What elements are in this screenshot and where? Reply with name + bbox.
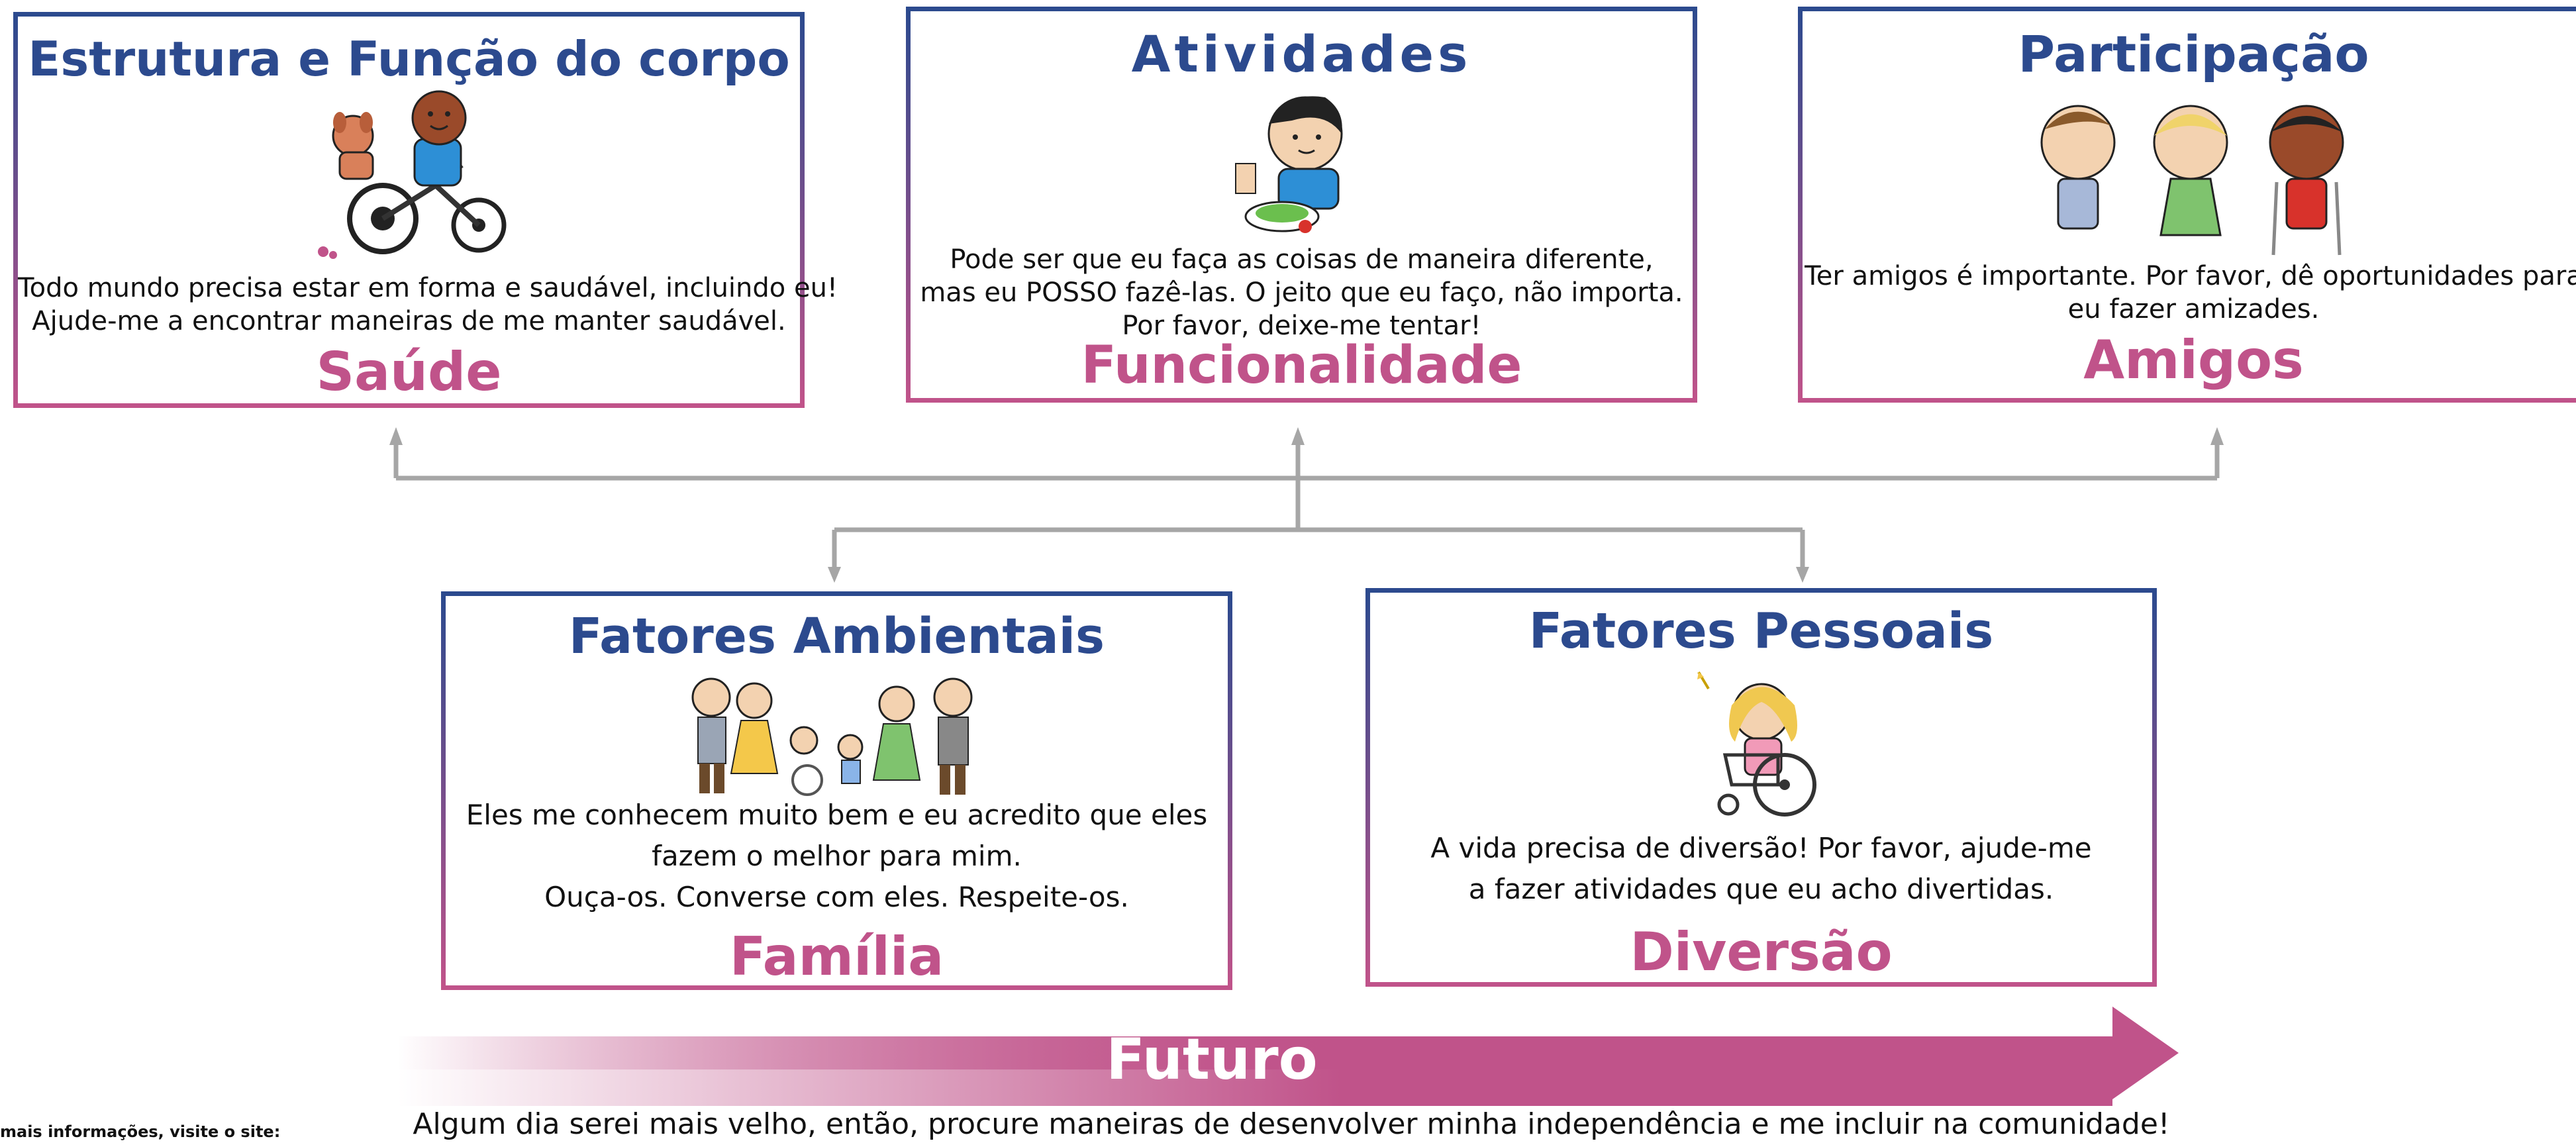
description-line: a fazer atividades que eu acho divertida… [1468, 873, 2054, 905]
box-description: Todo mundo precisa estar em forma e saud… [18, 272, 838, 338]
description-line: Ajude-me a encontrar maneiras de me mant… [32, 306, 786, 336]
box-activities: Atividades Pode ser que eu faça as coisa… [906, 7, 1697, 403]
box-description: Ter amigos é importante. Por favor, dê o… [1803, 260, 2576, 326]
box-title: Fatores Pessoais [1528, 603, 1994, 660]
description-line: A vida precisa de diversão! Por favor, a… [1430, 832, 2092, 864]
description-line: fazem o melhor para mim. [652, 840, 1022, 872]
box-keyword: Diversão [1630, 921, 1893, 983]
box-title: Estrutura e Função do corpo [28, 31, 790, 87]
description-line: mas eu POSSO fazê-las. O jeito que eu fa… [920, 277, 1683, 308]
family-illustration [691, 677, 972, 796]
box-description: A vida precisa de diversão! Por favor, a… [1370, 828, 2152, 910]
future-description: Algum dia serei mais velho, então, procu… [413, 1107, 2170, 1141]
arrowhead-down-icon [828, 567, 841, 583]
side-note: mais informações, visite o site: [0, 1122, 281, 1141]
girl-wheelchair-illustration [1697, 671, 1816, 817]
description-line: Eles me conhecem muito bem e eu acredito… [466, 799, 1208, 831]
arrowhead-down-icon [1796, 567, 1809, 583]
future-label: Futuro [1106, 1026, 1318, 1093]
box-environmental-factors: Fatores Ambientais Eles me conhecem muit… [441, 591, 1232, 990]
box-keyword: Amigos [2083, 329, 2304, 391]
box-personal-factors: Fatores Pessoais A vida precisa de diver… [1365, 588, 2157, 987]
box-keyword: Funcionalidade [1081, 336, 1522, 395]
description-line: Ter amigos é importante. Por favor, dê o… [1805, 261, 2576, 291]
box-keyword: Saúde [316, 341, 502, 403]
arrowhead-up-icon [2210, 427, 2224, 445]
description-line: Ouça-os. Converse com eles. Respeite-os. [544, 881, 1129, 913]
three-children-illustration [2040, 105, 2344, 256]
description-line: Pode ser que eu faça as coisas de maneir… [950, 244, 1654, 275]
child-tricycle-dog-illustration [317, 90, 506, 259]
box-keyword: Família [729, 926, 944, 987]
box-description: Pode ser que eu faça as coisas de maneir… [911, 243, 1693, 342]
description-line: eu fazer amizades. [2067, 294, 2320, 324]
box-title: Atividades [1131, 25, 1472, 83]
description-line: Todo mundo precisa estar em forma e saud… [18, 273, 838, 303]
future-arrow [397, 1007, 2179, 1106]
child-eating-illustration [1234, 96, 1342, 233]
box-title: Fatores Ambientais [568, 608, 1105, 665]
arrowhead-up-icon [1291, 427, 1305, 445]
box-title: Participação [2018, 25, 2369, 83]
box-body-structure: Estrutura e Função do corpo Todo mundo p… [13, 12, 838, 408]
box-description: Eles me conhecem muito bem e eu acredito… [446, 795, 1228, 918]
arrowhead-up-icon [389, 427, 403, 445]
description-line: Por favor, deixe-me tentar! [1122, 311, 1481, 341]
box-participation: Participação Ter amigos é importante. Po… [1798, 7, 2576, 403]
